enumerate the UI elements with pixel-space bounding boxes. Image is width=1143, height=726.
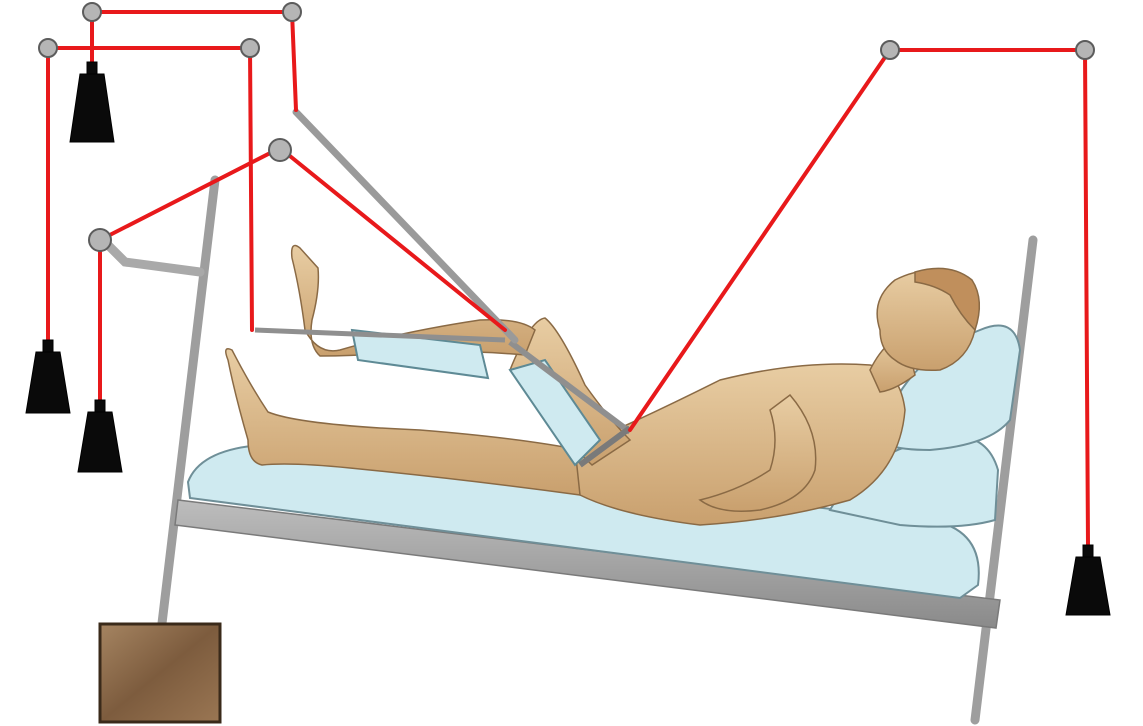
pulley-7 <box>881 41 899 59</box>
weight-1 <box>70 62 114 142</box>
cord-top-left <box>92 12 296 110</box>
pulley-8 <box>1076 41 1094 59</box>
pulley-3 <box>39 39 57 57</box>
pulley-5 <box>269 139 291 161</box>
pulley-1 <box>83 3 101 21</box>
weight-2 <box>26 340 70 413</box>
pulleys <box>39 3 1094 251</box>
bed-arm <box>108 245 200 272</box>
bed-foot-post <box>160 180 215 640</box>
overhead-diagonal-bar <box>296 112 515 340</box>
pulley-4 <box>241 39 259 57</box>
pulley-6 <box>89 229 111 251</box>
weight-4 <box>1066 545 1110 615</box>
counterweight-block <box>100 624 220 722</box>
weight-3 <box>78 400 122 472</box>
pulley-2 <box>283 3 301 21</box>
